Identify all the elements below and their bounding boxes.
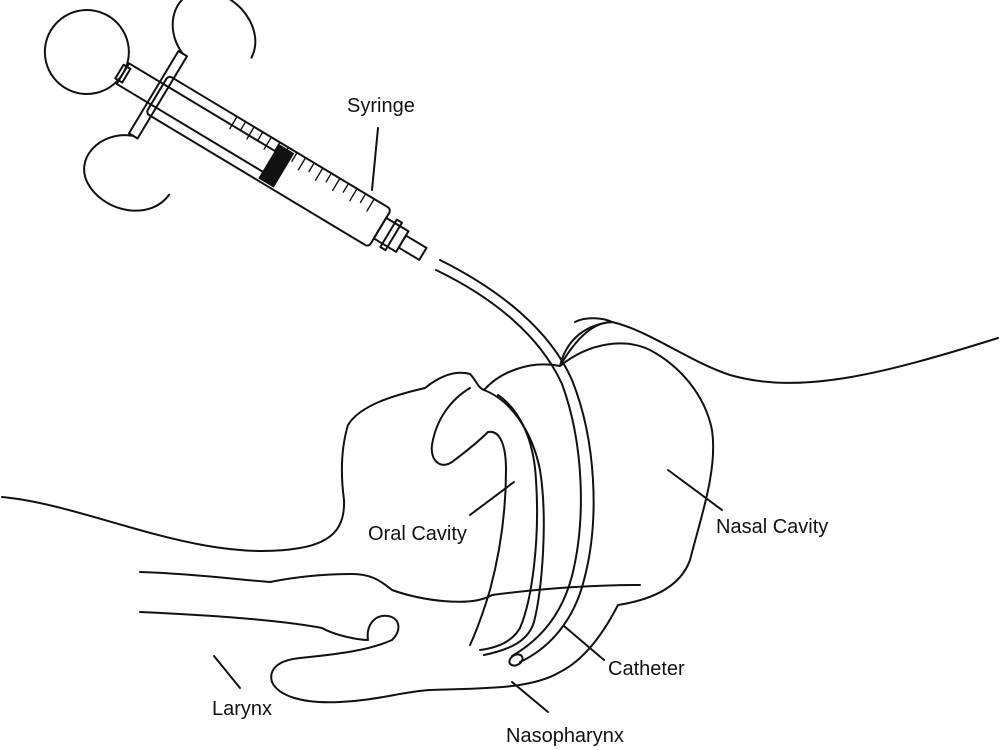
catheter-tip <box>508 653 524 667</box>
oral-cavity-outline <box>430 387 507 646</box>
nasopharynx-leader-line <box>511 681 549 713</box>
nasal-cavity-outline <box>139 342 715 704</box>
label-syringe: Syringe <box>347 95 415 117</box>
label-larynx: Larynx <box>212 698 272 720</box>
syringe-nozzle <box>397 234 428 261</box>
catheter-leader-line <box>563 625 605 661</box>
oral-cavity-shape <box>430 387 545 656</box>
syringe-flange <box>127 50 189 140</box>
jaw-neck-outline <box>139 571 641 603</box>
face-outline <box>1 321 999 552</box>
label-oral-cavity: Oral Cavity <box>368 523 467 545</box>
label-catheter: Catheter <box>608 658 685 680</box>
pharynx-inner-wall <box>479 394 539 651</box>
syringe-plunger-seal <box>258 144 295 188</box>
nasal-cavity-shape <box>139 342 715 704</box>
larynx-leader-line <box>213 655 241 689</box>
nose-outline <box>559 317 613 367</box>
catheter <box>435 259 595 667</box>
oral-cavity-leader-line <box>469 481 515 516</box>
label-nasopharynx: Nasopharynx <box>506 725 624 747</box>
syringe-finger-ring-bottom <box>83 134 171 212</box>
syringe-leader-line <box>371 127 379 191</box>
head-profile <box>1 317 999 603</box>
catheter-tube-inner <box>435 269 582 657</box>
syringe-finger-ring-top <box>171 0 257 59</box>
pharynx-wall <box>483 389 545 656</box>
catheter-tube-outer <box>439 259 595 663</box>
syringe <box>43 0 428 261</box>
syringe-thumb-connector <box>114 63 132 84</box>
syringe-hub <box>372 216 410 253</box>
labels: Syringe Oral Cavity Nasal Cavity Cathete… <box>212 95 828 747</box>
syringe-hub-collar <box>379 218 403 252</box>
syringe-plunger-rod <box>115 62 278 174</box>
syringe-thumb-ring <box>43 9 130 96</box>
nasal-cavity-leader-line <box>667 469 723 511</box>
label-nasal-cavity: Nasal Cavity <box>716 516 828 538</box>
leader-lines <box>213 127 723 713</box>
